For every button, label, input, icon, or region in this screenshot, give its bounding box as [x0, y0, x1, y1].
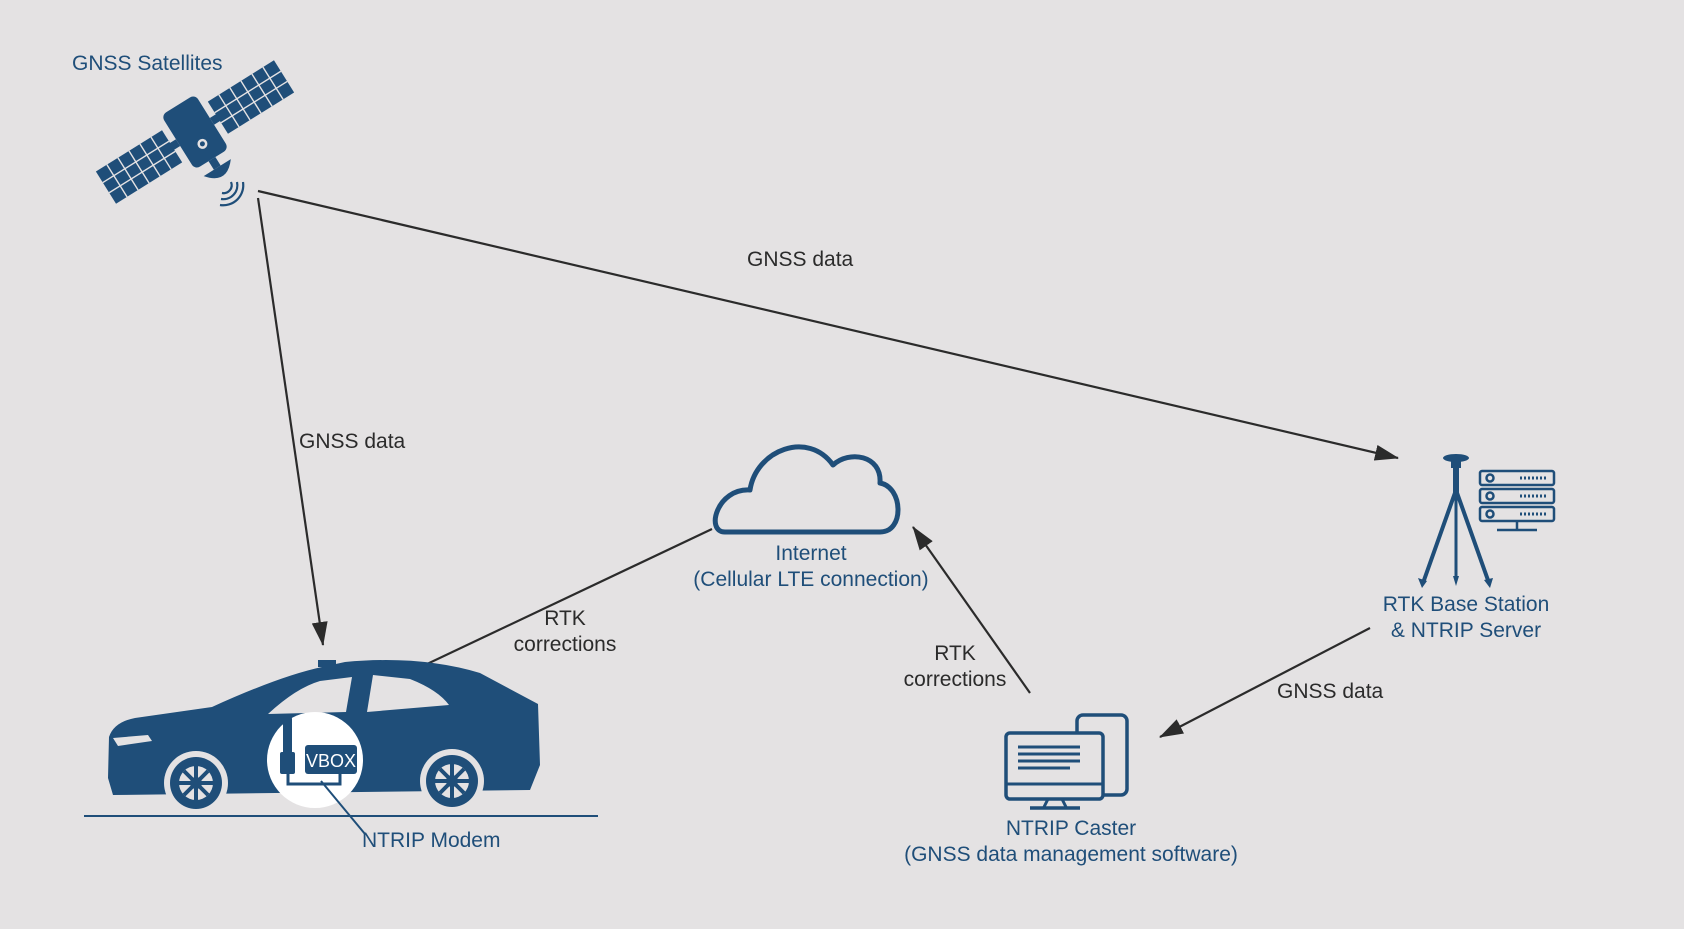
base-station-subtitle: & NTRIP Server [1390, 619, 1542, 642]
ntrip-modem-label: NTRIP Modem [362, 829, 501, 852]
edge-label-base-to-caster: GNSS data [1277, 680, 1384, 703]
server-rack-icon [1478, 469, 1556, 532]
arrow-base-to-caster [1159, 627, 1371, 738]
cloud-icon [712, 444, 901, 535]
base-station-label: RTK Base Station & NTRIP Server [1376, 592, 1556, 644]
internet-title: Internet [775, 542, 847, 565]
edge-label-sat-to-base: GNSS data [747, 248, 854, 271]
edge-label-internet-to-car: RTK corrections [505, 606, 625, 658]
arrow-caster-to-internet [912, 526, 1031, 694]
tripod-antenna-icon [1418, 454, 1493, 588]
internet-subtitle: (Cellular LTE connection) [693, 568, 929, 591]
caster-title: NTRIP Caster [1005, 817, 1137, 840]
edge-label-caster-to-internet-line1: RTK [934, 642, 976, 665]
satellites-label: GNSS Satellites [72, 52, 223, 75]
arrow-sat-to-base [257, 189, 1399, 461]
base-station-title: RTK Base Station [1382, 593, 1550, 616]
internet-label: Internet (Cellular LTE connection) [690, 541, 932, 593]
modem-leader-line [320, 780, 366, 835]
edge-label-internet-to-car-line1: RTK [544, 607, 586, 630]
edge-label-sat-to-car: GNSS data [299, 430, 406, 453]
edge-label-caster-to-internet-line2: corrections [903, 668, 1007, 691]
satellite-icon [95, 60, 295, 204]
caster-subtitle: (GNSS data management software) [904, 843, 1238, 866]
vbox-badge-label: VBOX [306, 751, 356, 771]
computer-monitor-icon [1004, 713, 1129, 810]
caster-label: NTRIP Caster (GNSS data management softw… [896, 816, 1246, 868]
edge-label-caster-to-internet: RTK corrections [895, 641, 1015, 693]
arrow-sat-to-car [256, 197, 328, 646]
vbox-modem-icon [267, 712, 363, 808]
edge-label-internet-to-car-line2: corrections [513, 633, 617, 656]
signal-waves-icon [219, 181, 245, 207]
